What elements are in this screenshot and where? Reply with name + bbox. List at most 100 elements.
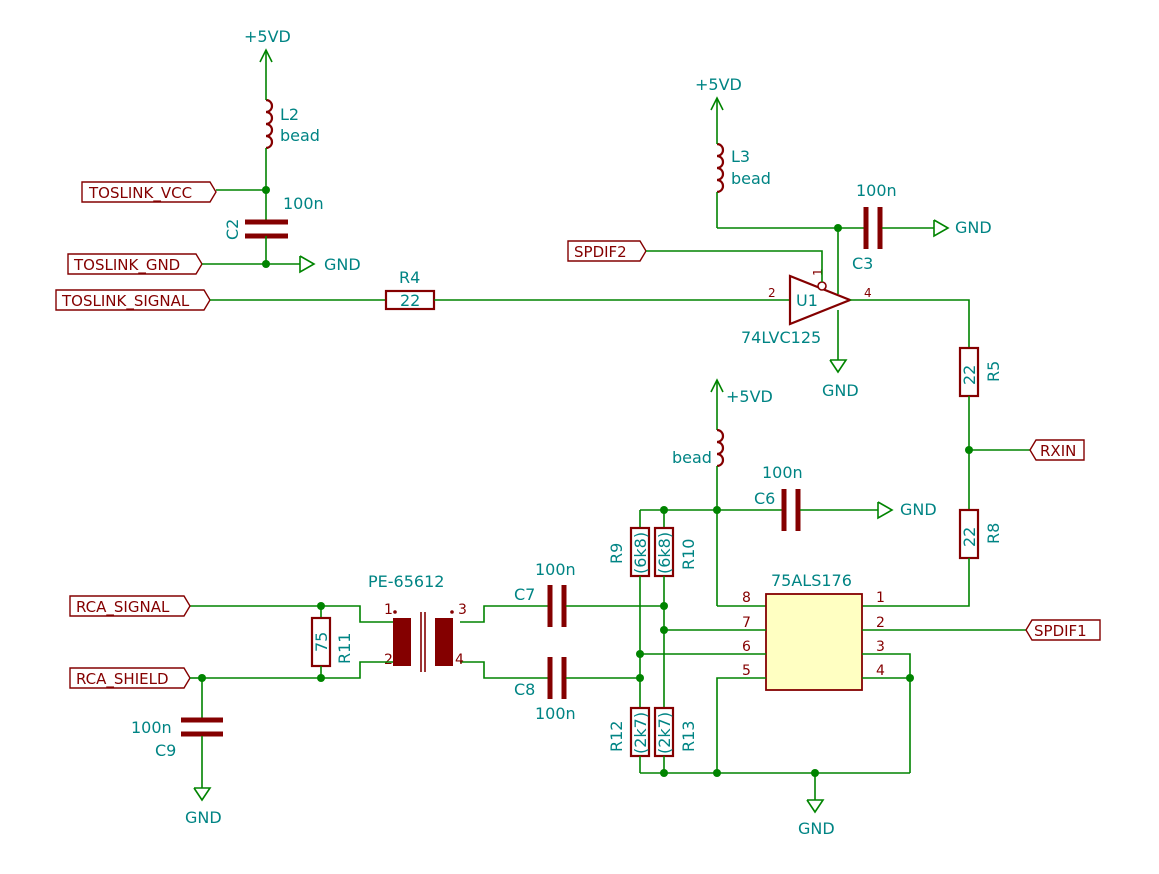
r8-ref: R8 <box>984 523 1003 544</box>
c3-value: 100n <box>856 181 897 200</box>
r4-value: 22 <box>400 291 420 310</box>
net-spdif2: SPDIF2 <box>567 240 823 282</box>
r12-ref: R12 <box>607 721 626 752</box>
l2-value: bead <box>280 126 320 145</box>
l-rca-value: bead <box>672 448 712 467</box>
toslink-signal-label: TOSLINK_SIGNAL <box>61 292 190 311</box>
u1-value: 74LVC125 <box>741 328 821 347</box>
capacitor-c3: GND 100n C3 <box>717 181 992 273</box>
gnd-label: GND <box>822 381 859 400</box>
spdif2-label: SPDIF2 <box>574 243 627 261</box>
l3-value: bead <box>731 169 771 188</box>
net-toslink-gnd: TOSLINK_GND GND <box>67 253 361 275</box>
inductor-l2: L2 bead <box>265 95 320 190</box>
c9-ref: C9 <box>155 741 176 760</box>
power-5vd-rca: +5VD <box>710 378 773 430</box>
spdif1-label: SPDIF1 <box>1034 622 1087 640</box>
transformer-pin-4: 4 <box>455 652 464 668</box>
power-label: +5VD <box>726 387 773 406</box>
r9-value: (6k8) <box>631 532 650 574</box>
net-toslink-vcc: TOSLINK_VCC <box>81 181 270 203</box>
capacitor-c8: C8 100n <box>460 657 644 723</box>
r13-value: (2k7) <box>655 712 674 754</box>
u1-ref: U1 <box>796 291 818 310</box>
rca-signal-label: RCA_SIGNAL <box>76 598 170 617</box>
rx-pin-4: 4 <box>876 663 885 679</box>
c7-ref: C7 <box>514 585 535 604</box>
capacitor-c6: GND 100n C6 <box>640 463 937 531</box>
power-label: +5VD <box>695 75 742 94</box>
c6-ref: C6 <box>754 489 775 508</box>
resistor-r12: (2k7) R12 <box>607 706 651 773</box>
u1-pin-2: 2 <box>768 286 776 300</box>
capacitor-c2: 100n C2 <box>223 190 324 264</box>
buffer-u1: U1 74LVC125 1 2 4 GND <box>741 228 872 400</box>
resistor-r8: 22 R8 <box>862 508 1003 607</box>
transformer-pin-3: 3 <box>458 602 467 618</box>
r5-ref: R5 <box>984 361 1003 382</box>
c2-value: 100n <box>283 194 324 213</box>
resistor-r5: 22 R5 <box>850 299 1003 510</box>
u1-pin-1: 1 <box>811 268 825 276</box>
rx-pin-6: 6 <box>742 639 751 655</box>
r10-ref: R10 <box>679 539 698 570</box>
l2-ref: L2 <box>280 105 299 124</box>
rxin-label: RXIN <box>1040 442 1076 460</box>
ground-bus: GND <box>640 769 910 838</box>
c2-ref: C2 <box>223 219 242 240</box>
rx-pin-5: 5 <box>742 663 751 679</box>
net-spdif1: SPDIF1 <box>1025 619 1101 641</box>
toslink-gnd-label: TOSLINK_GND <box>73 256 180 275</box>
gnd-label: GND <box>900 500 937 519</box>
r13-ref: R13 <box>679 721 698 752</box>
net-toslink-signal: TOSLINK_SIGNAL <box>55 289 386 311</box>
resistor-r4: R4 22 <box>384 268 790 311</box>
transformer-pe65612: PE-65612 1 2 3 4 <box>190 572 467 679</box>
u1-pin-4: 4 <box>864 286 872 300</box>
rx-value: 75ALS176 <box>771 571 852 590</box>
c7-value: 100n <box>535 560 576 579</box>
r5-value: 22 <box>960 365 979 385</box>
transformer-value: PE-65612 <box>368 572 444 591</box>
r8-value: 22 <box>960 527 979 547</box>
power-5vd-l2: +5VD <box>244 27 291 95</box>
power-5vd-l3: +5VD <box>695 75 742 140</box>
rx-pin-8: 8 <box>742 590 751 606</box>
rx-pin-1: 1 <box>876 590 885 606</box>
c9-value: 100n <box>131 718 172 737</box>
r4-ref: R4 <box>399 268 420 287</box>
c8-value: 100n <box>535 704 576 723</box>
r11-ref: R11 <box>335 633 354 664</box>
gnd-label: GND <box>955 218 992 237</box>
inductor-rca: bead <box>672 428 766 607</box>
power-label: +5VD <box>244 27 291 46</box>
c6-value: 100n <box>762 463 803 482</box>
toslink-vcc-label: TOSLINK_VCC <box>88 184 192 203</box>
inductor-l3: L3 bead <box>716 140 771 228</box>
capacitor-c7: 100n C7 <box>460 560 668 627</box>
transformer-pin-1: 1 <box>384 602 393 618</box>
rx-pin-3: 3 <box>876 639 885 655</box>
r12-value: (2k7) <box>631 712 650 754</box>
l3-ref: L3 <box>731 147 750 166</box>
net-rxin: RXIN <box>965 439 1085 461</box>
resistor-r13: (2k7) R13 <box>653 706 698 773</box>
gnd-label: GND <box>185 808 222 827</box>
transformer-pin-2: 2 <box>384 652 393 668</box>
rx-pin-2: 2 <box>876 615 885 631</box>
r11-value: 75 <box>312 632 331 652</box>
c8-ref: C8 <box>514 680 535 699</box>
ic-75als176: 75ALS176 1 2 3 4 5 6 7 8 <box>636 571 1026 773</box>
r10-value: (6k8) <box>655 532 674 574</box>
rca-shield-label: RCA_SHIELD <box>76 670 169 689</box>
c3-ref: C3 <box>852 254 873 273</box>
gnd-label: GND <box>798 819 835 838</box>
rx-pin-7: 7 <box>742 615 751 631</box>
resistor-r11: 75 R11 <box>310 606 354 678</box>
resistor-r10: (6k8) R10 <box>653 510 698 708</box>
net-rca-signal: RCA_SIGNAL <box>69 595 325 617</box>
r9-ref: R9 <box>607 543 626 564</box>
gnd-label: GND <box>324 255 361 274</box>
resistor-r9: (6k8) R9 <box>607 510 651 708</box>
